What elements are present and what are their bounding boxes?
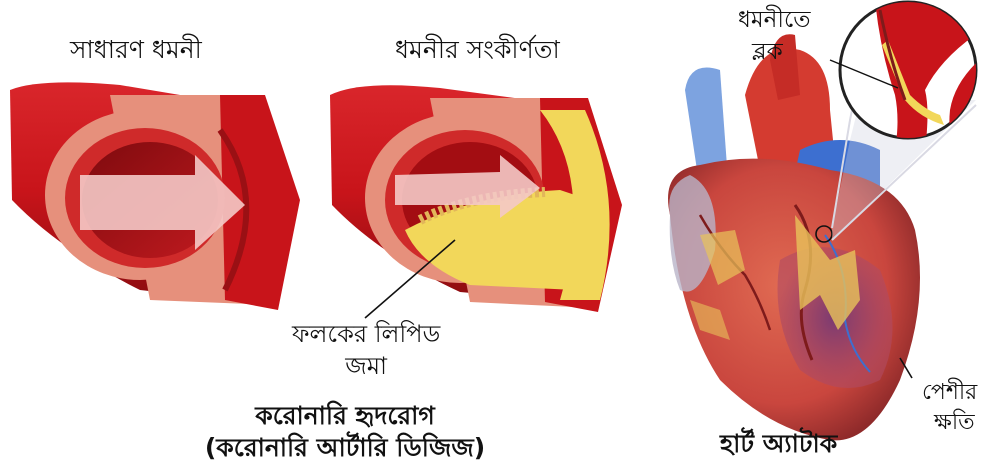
narrowed-artery-illustration [330, 85, 622, 318]
muscle-damage-line2: ক্ষতি [922, 408, 977, 438]
cad-title-line2: (করোনারি আর্টারি ডিজিজ) [140, 432, 550, 464]
muscle-damage-label: পেশীর ক্ষতি [922, 378, 977, 438]
narrowed-artery-label: ধমনীর সংকীর্ণতা [395, 30, 560, 73]
normal-artery-label: সাধারণ ধমনী [70, 30, 202, 73]
muscle-damage-line1: পেশীর [922, 378, 977, 408]
plaque-label-line2: জমা [292, 350, 440, 382]
coronary-disease-title: করোনারি হৃদরোগ (করোনারি আর্টারি ডিজিজ) [140, 400, 550, 464]
blockage-label-line2: ব্লক [738, 36, 810, 68]
plaque-lipid-label: ফলকের লিপিড জমা [292, 318, 440, 382]
blockage-label-line1: ধমনীতে [738, 4, 810, 36]
cad-title-line1: করোনারি হৃদরোগ [140, 400, 550, 432]
plaque-label-line1: ফলকের লিপিড [292, 318, 440, 350]
normal-artery-illustration [10, 82, 300, 310]
artery-blockage-label: ধমনীতে ব্লক [738, 4, 810, 68]
heart-attack-title: হার্ট অ্যাটাক [720, 424, 837, 467]
